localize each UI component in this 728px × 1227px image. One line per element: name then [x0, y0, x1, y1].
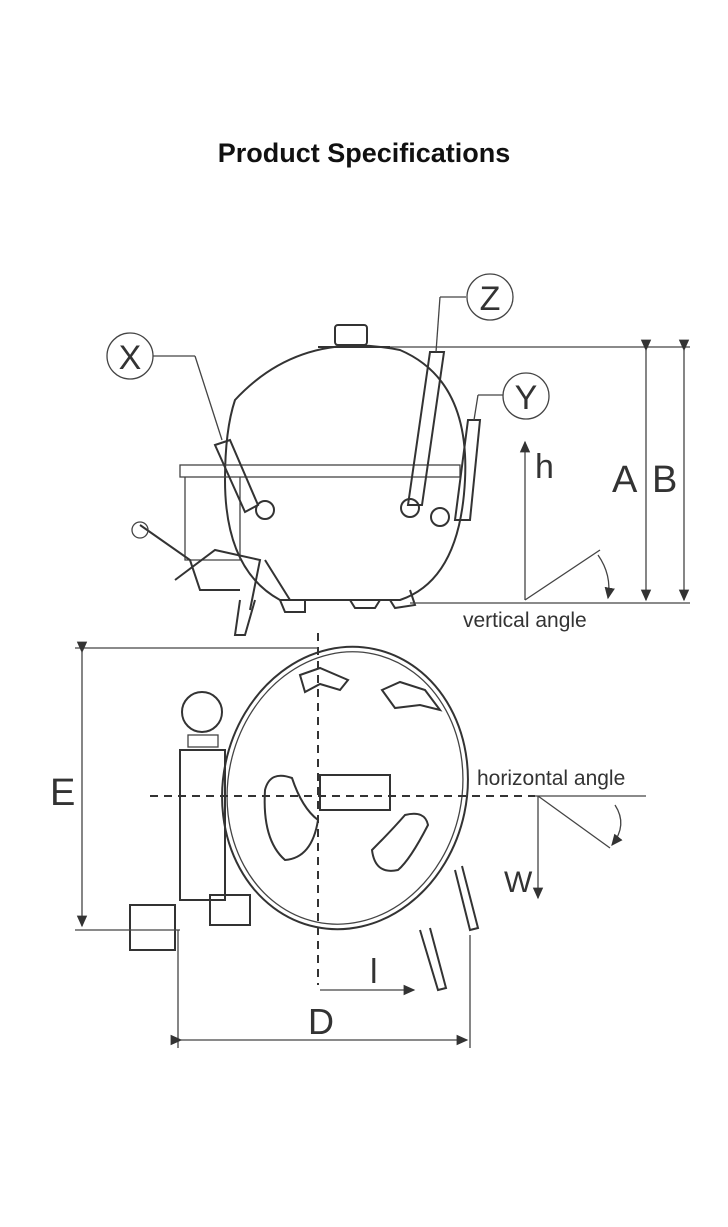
callout-x: X: [106, 332, 154, 380]
callout-y: Y: [502, 372, 550, 420]
dimension-a-label: A: [612, 459, 638, 501]
pipe-z: [406, 351, 446, 506]
page-title: Product Specifications: [217, 138, 511, 168]
handle: [334, 324, 368, 346]
callout-z-label: Z: [480, 280, 501, 318]
compressor-shell: [223, 344, 467, 601]
pipe-x: [213, 438, 260, 514]
dimension-w-label: W: [504, 866, 533, 899]
vertical-angle-line: [524, 549, 601, 601]
top-view: horizontal angle W E l D: [50, 633, 646, 1048]
vertical-angle-label: vertical angle: [463, 609, 587, 632]
dimension-b-label: B: [652, 459, 677, 501]
horizontal-angle-line: [537, 795, 611, 849]
shell-top: [221, 645, 469, 931]
accumulator: [181, 691, 223, 733]
dimension-l-label: l: [370, 953, 378, 991]
base-plate: [179, 464, 461, 478]
dimension-e-label: E: [50, 772, 75, 814]
valve: [129, 904, 176, 951]
callout-z: Z: [466, 273, 514, 321]
dimension-h-label: h: [535, 448, 554, 486]
bracket: [319, 774, 391, 811]
side-view: X Z Y A B h vertical angle: [106, 273, 690, 636]
callout-x-label: X: [119, 339, 142, 377]
callout-y-label: Y: [515, 379, 538, 417]
pipe-y: [453, 419, 482, 521]
dimension-d-label: D: [308, 1001, 334, 1042]
horizontal-angle-label: horizontal angle: [477, 767, 625, 790]
